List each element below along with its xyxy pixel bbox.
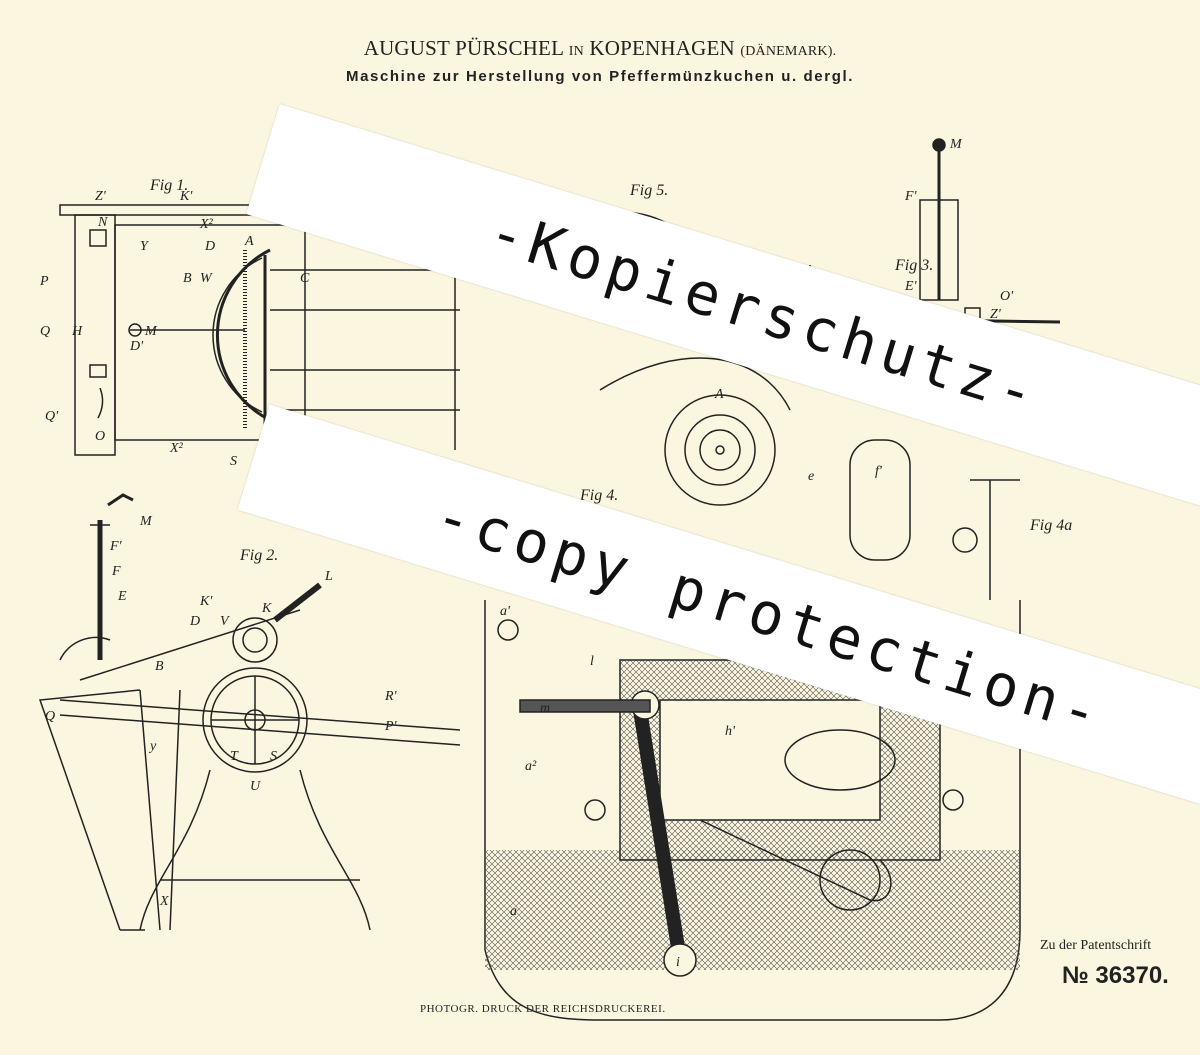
part-label: f' <box>875 464 883 479</box>
figure-2-labels: M F' F E K' K L D V B Q R' P' y T S U X <box>45 514 398 909</box>
part-label: S <box>270 749 277 764</box>
patent-reference: Zu der Patentschrift <box>1040 938 1152 953</box>
part-label: B <box>155 659 164 674</box>
part-label: N <box>97 215 108 230</box>
part-label: Q <box>45 709 55 724</box>
part-label: Z' <box>990 307 1002 322</box>
part-label: y <box>148 739 157 754</box>
patent-title: AUGUST PÜRSCHEL IN KOPENHAGEN (DÄNEMARK)… <box>0 36 1200 61</box>
part-label: F' <box>109 539 123 554</box>
part-label: Q <box>40 324 50 339</box>
part-label: F' <box>904 189 918 204</box>
printer-credit: PHOTOGR. DRUCK DER REICHSDRUCKEREI. <box>420 1003 666 1015</box>
part-label: K <box>261 601 272 616</box>
part-label: S <box>230 454 237 469</box>
part-label: D <box>189 614 200 629</box>
figure-2: Fig 2. <box>38 493 461 931</box>
part-label: D' <box>129 339 144 354</box>
part-label: Y <box>140 239 150 254</box>
part-label: H <box>71 324 83 339</box>
part-label: Fig 5. <box>629 182 668 199</box>
part-label: P <box>39 274 49 289</box>
part-label: X <box>159 894 169 909</box>
part-label: Z' <box>95 189 107 204</box>
part-label: P' <box>384 719 398 734</box>
part-label: l <box>590 654 594 669</box>
part-label: M <box>949 137 963 152</box>
part-label: R' <box>384 689 398 704</box>
part-label: M <box>144 324 158 339</box>
part-label: Fig 4a <box>1029 517 1072 534</box>
figure-1: Fig 1. <box>59 177 460 456</box>
part-label: O <box>95 429 105 444</box>
part-label: O' <box>1000 289 1014 304</box>
figure-3: Fig 3. M F' E' H N Z' O' Z <box>799 137 1061 344</box>
part-label: Q' <box>45 409 59 424</box>
fig1-label: Fig 1. <box>149 177 188 194</box>
part-label: Fig 4. <box>579 487 618 504</box>
part-label: V <box>220 614 230 629</box>
part-label: X² <box>169 441 184 456</box>
part-label: T <box>230 749 239 764</box>
part-label: m <box>540 701 550 716</box>
figure-1-labels: Z' K' X² N Y D A B W P Q H M D' C Q' O X… <box>39 189 310 469</box>
part-label: a² <box>525 759 537 774</box>
part-label: M <box>139 514 153 529</box>
part-label: F <box>111 564 121 579</box>
patent-subtitle: Maschine zur Herstellung von Pfeffermünz… <box>345 68 854 85</box>
part-label: L <box>324 569 333 584</box>
fig2-label: Fig 2. <box>239 547 278 564</box>
part-label: K' <box>179 189 193 204</box>
part-label: D <box>204 239 215 254</box>
title-in: IN <box>568 44 584 59</box>
part-label: a <box>510 904 517 919</box>
part-label: A <box>244 234 254 249</box>
patent-number: № 36370. <box>1062 962 1169 989</box>
inventor-city: KOPENHAGEN <box>589 36 735 60</box>
part-label: U <box>250 779 261 794</box>
figure-4: Fig 4. Fig 4a A f' e a' l m h' a² h i <box>484 357 1072 1021</box>
part-label: E' <box>904 279 918 294</box>
part-label: e <box>808 469 814 484</box>
part-label: B <box>183 271 192 286</box>
part-label: h <box>665 899 672 914</box>
part-label: K' <box>199 594 213 609</box>
inventor-country: (DÄNEMARK). <box>740 44 837 59</box>
part-label: A <box>714 387 724 402</box>
part-label: W <box>200 271 213 286</box>
part-label: Fig 3. <box>894 257 933 274</box>
part-label: E <box>117 589 127 604</box>
inventor-name: AUGUST PÜRSCHEL <box>363 36 564 60</box>
part-label: a' <box>500 604 511 619</box>
part-label: i <box>676 955 680 970</box>
part-label: C <box>300 271 310 286</box>
part-label: h' <box>725 724 736 739</box>
part-label: X² <box>199 217 214 232</box>
